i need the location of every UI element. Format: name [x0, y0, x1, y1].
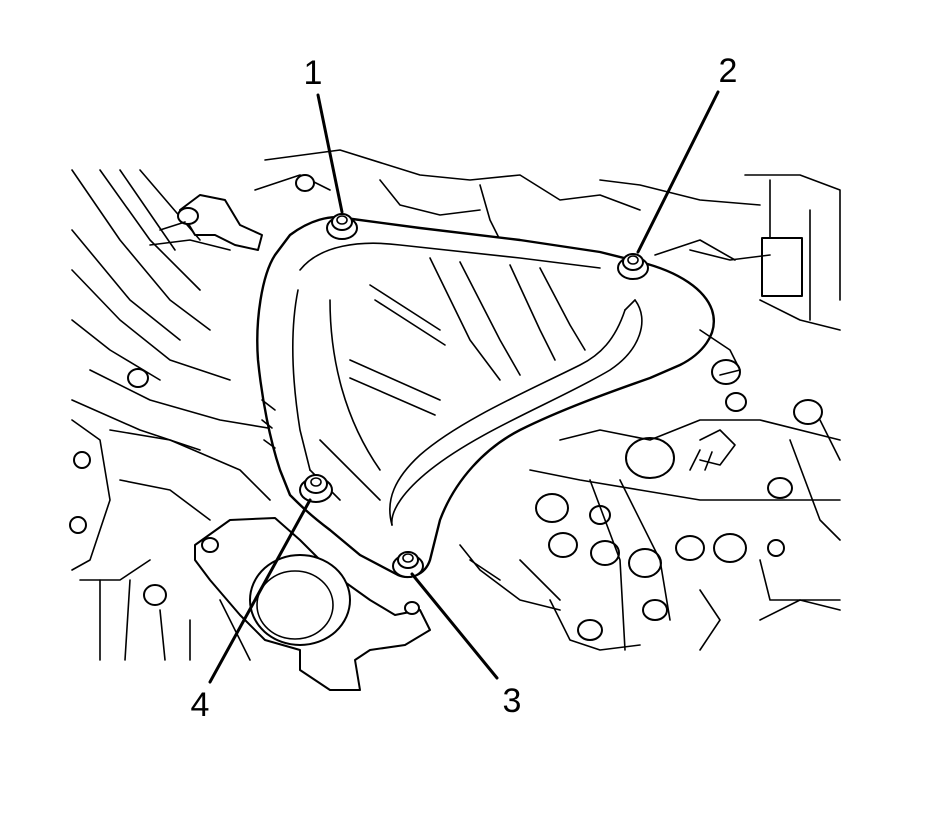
bolt-4 [299, 474, 333, 503]
bolt-3 [392, 551, 424, 578]
heat-shield [256, 216, 741, 579]
leader-line-2 [636, 90, 720, 254]
leader-line-3 [410, 572, 499, 680]
leader-line-1 [316, 93, 344, 214]
bolt-2 [617, 253, 649, 280]
callout-label-1: 1 [304, 54, 323, 92]
callout-label-3: 3 [503, 682, 522, 720]
engine-background-linework [69, 149, 841, 691]
callout-label-2: 2 [719, 52, 738, 90]
bolt-1 [326, 213, 358, 240]
leader-line-4 [208, 498, 312, 684]
callout-label-4: 4 [191, 686, 210, 724]
